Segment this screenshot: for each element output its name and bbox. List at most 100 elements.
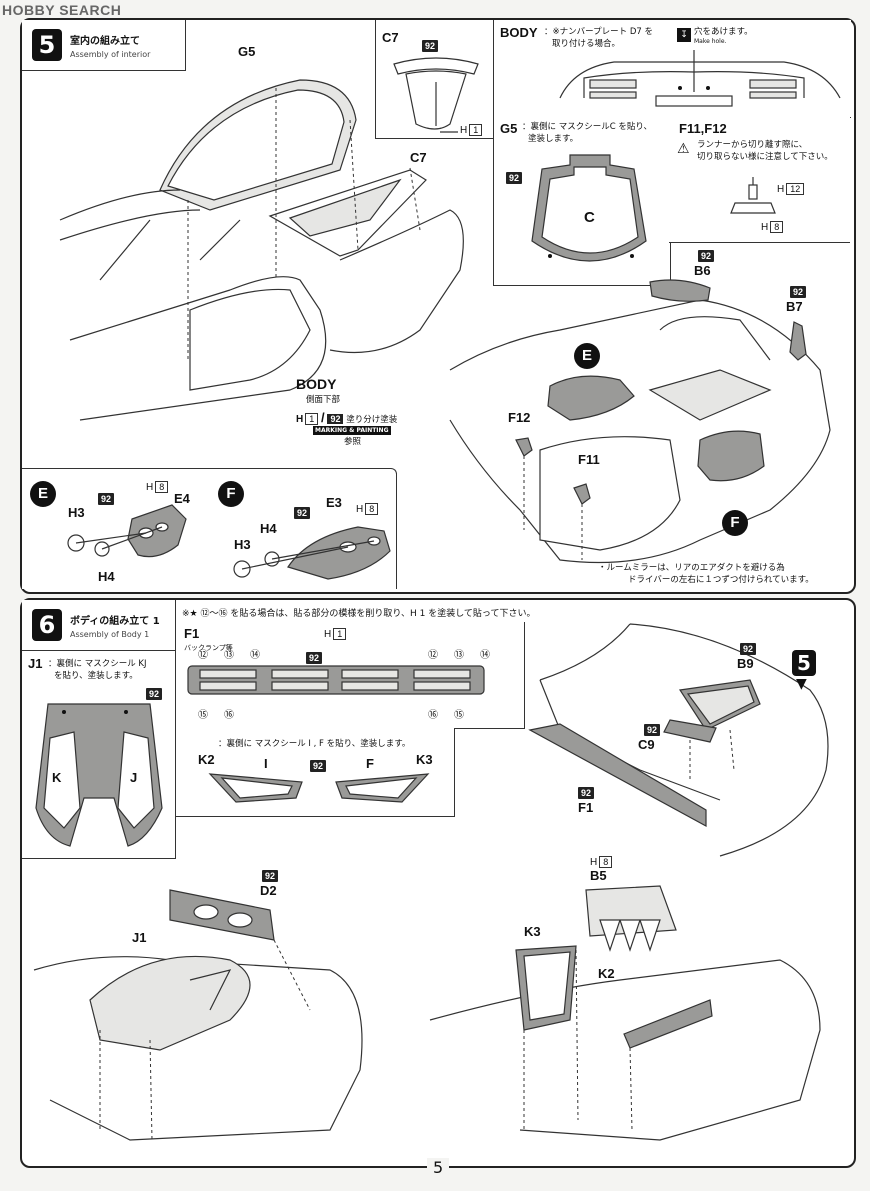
watermark-logo: HOBBY SEARCH	[2, 2, 122, 18]
sub-e-drawing	[67, 504, 187, 558]
b7-label: B7	[786, 299, 803, 314]
f1-inset-label: F1	[184, 626, 200, 641]
body-inset-hole-en: Make hole.	[694, 38, 727, 45]
f1-inset-badge: 92	[306, 652, 323, 664]
step6-lower-left-drawing	[33, 889, 363, 1141]
f1-right-badge: 92	[578, 787, 595, 799]
g5-part-c: C	[584, 209, 595, 226]
marker-f-right: F	[722, 510, 748, 536]
page-number: 5	[427, 1158, 450, 1177]
f1-right-label: F1	[578, 800, 594, 815]
step6-lower-right-drawing	[429, 885, 821, 1141]
g5-part-drawing	[531, 154, 647, 262]
step5-header: 5 室内の組み立て Assembly of interior	[22, 20, 186, 71]
f12-label: F12	[508, 410, 531, 425]
f11f12-label: F11,F12	[679, 121, 727, 136]
b9-label: B9	[737, 656, 754, 671]
f11-label: F11	[578, 452, 600, 467]
k3-lower-label: K3	[524, 924, 541, 939]
b6-badge: 92	[698, 250, 715, 262]
body-inset-note1: ：※ナンバープレート D7 を	[544, 27, 653, 37]
b5-h-num: 8	[599, 856, 613, 868]
decal-15-left: ⑮	[198, 710, 208, 721]
j1-inset-badge: 92	[146, 688, 163, 700]
c9-label: C9	[638, 737, 655, 752]
j1-inset: J1 ：裏側に マスクシール KJ を貼り、塗装します。 92 K J	[22, 652, 176, 859]
step5-right-drawing	[449, 279, 831, 564]
body-slash: /	[321, 410, 325, 425]
sub-e-h4-label: H4	[98, 569, 115, 584]
sub-e-badge: 92	[98, 493, 115, 505]
step5-right-note1: ・ルームミラーは、リアのエアダクトを避ける為	[598, 563, 785, 573]
sub-f-badge: 92	[294, 507, 311, 519]
j1-part-drawing	[35, 703, 163, 847]
sub-f-h4-label: H4	[260, 521, 277, 536]
f11f12-inset: F11,F12 ⚠ ランナーから切り離す際に、 切り取らない様に注意して下さい。…	[669, 117, 850, 243]
decal-12-right: ⑫	[428, 650, 438, 661]
g5-inset-badge: 92	[506, 172, 523, 184]
decal-13-right: ⑬	[454, 650, 464, 661]
step5-right-note2: ドライバーの左右に１つずつ付けられています。	[628, 575, 814, 585]
body-paint-text: 塗り分け塗装	[346, 414, 398, 424]
k2-inset-label: K2	[198, 752, 215, 767]
c7-part-drawing	[393, 57, 479, 133]
step5-g5-label: G5	[238, 44, 256, 59]
warning-icon: ⚠	[677, 141, 690, 157]
f1-h-letter: H	[324, 629, 332, 640]
decals-top-right: ⑫ ⑬ ⑭	[428, 646, 490, 661]
step6-title-jp: ボディの組み立て 1	[70, 616, 160, 627]
f11f12-warn1: ランナーから切り離す際に、	[697, 140, 808, 150]
k-inset: ：裏側に マスクシール I , F を貼り、塗装します。 K2 I 92 F K…	[175, 728, 455, 817]
body-92-badge: 92	[327, 414, 344, 424]
k-inset-badge: 92	[310, 760, 327, 772]
f11f12-part-drawing	[730, 177, 776, 214]
step5-title-jp: 室内の組み立て	[70, 36, 140, 47]
k-inset-note: ：裏側に マスクシール I , F を貼り、塗装します。	[218, 739, 411, 749]
sub-e-h-num: 8	[155, 481, 169, 493]
step6-title-en: Assembly of Body 1	[70, 630, 150, 639]
decal-12-left: ⑫	[198, 650, 208, 661]
decal-16-left: ⑯	[224, 710, 234, 721]
b5-h-letter: H	[590, 857, 598, 868]
body-rear-drawing	[559, 50, 841, 107]
marker-e-right: E	[574, 343, 600, 369]
k3-inset-label: K3	[416, 752, 433, 767]
decals-bottom-right: ⑯ ⑮	[428, 706, 464, 721]
k-parts-drawing	[208, 773, 430, 803]
step5-number: 5	[32, 29, 62, 61]
sub-f-drawing	[233, 526, 391, 580]
body-inset-hole-jp: 穴をあけます。	[694, 27, 753, 37]
g5-inset-label: G5	[500, 121, 518, 136]
f11f12-h-top-num: 12	[786, 183, 805, 195]
f1-panel-drawing	[187, 665, 485, 695]
c7-inset-label: C7	[382, 30, 399, 45]
step5-c7-label: C7	[410, 150, 427, 165]
decal-13-left: ⑬	[224, 650, 234, 661]
decal-16-right: ⑯	[428, 710, 438, 721]
decal-14-left: ⑭	[250, 650, 260, 661]
sub-e4-label: E4	[174, 491, 190, 506]
step5-sankou: 参照	[344, 437, 362, 447]
step6-right-drawing	[528, 623, 829, 857]
j1-inset-note2: を貼り、塗装します。	[54, 671, 138, 681]
sub-e-h3-label: H3	[68, 505, 85, 520]
marking-painting-badge: MARKING & PAINTING	[313, 426, 391, 435]
step5-main-drawing	[59, 79, 464, 421]
f1-inset-sub: バックランプ等	[184, 644, 233, 652]
step5-body-note: 側面下部	[306, 395, 341, 405]
b6-label: B6	[694, 263, 711, 278]
decal-14-right: ⑭	[480, 650, 490, 661]
step5-body-label: BODY	[296, 376, 337, 392]
drill-icon: ↧	[677, 28, 691, 42]
b7-badge: 92	[790, 286, 807, 298]
marker-e-sub: E	[30, 481, 56, 507]
g5-inset-note1: ：裏側に マスクシールC を貼り、	[522, 122, 653, 132]
k2-lower-label: K2	[598, 966, 615, 981]
